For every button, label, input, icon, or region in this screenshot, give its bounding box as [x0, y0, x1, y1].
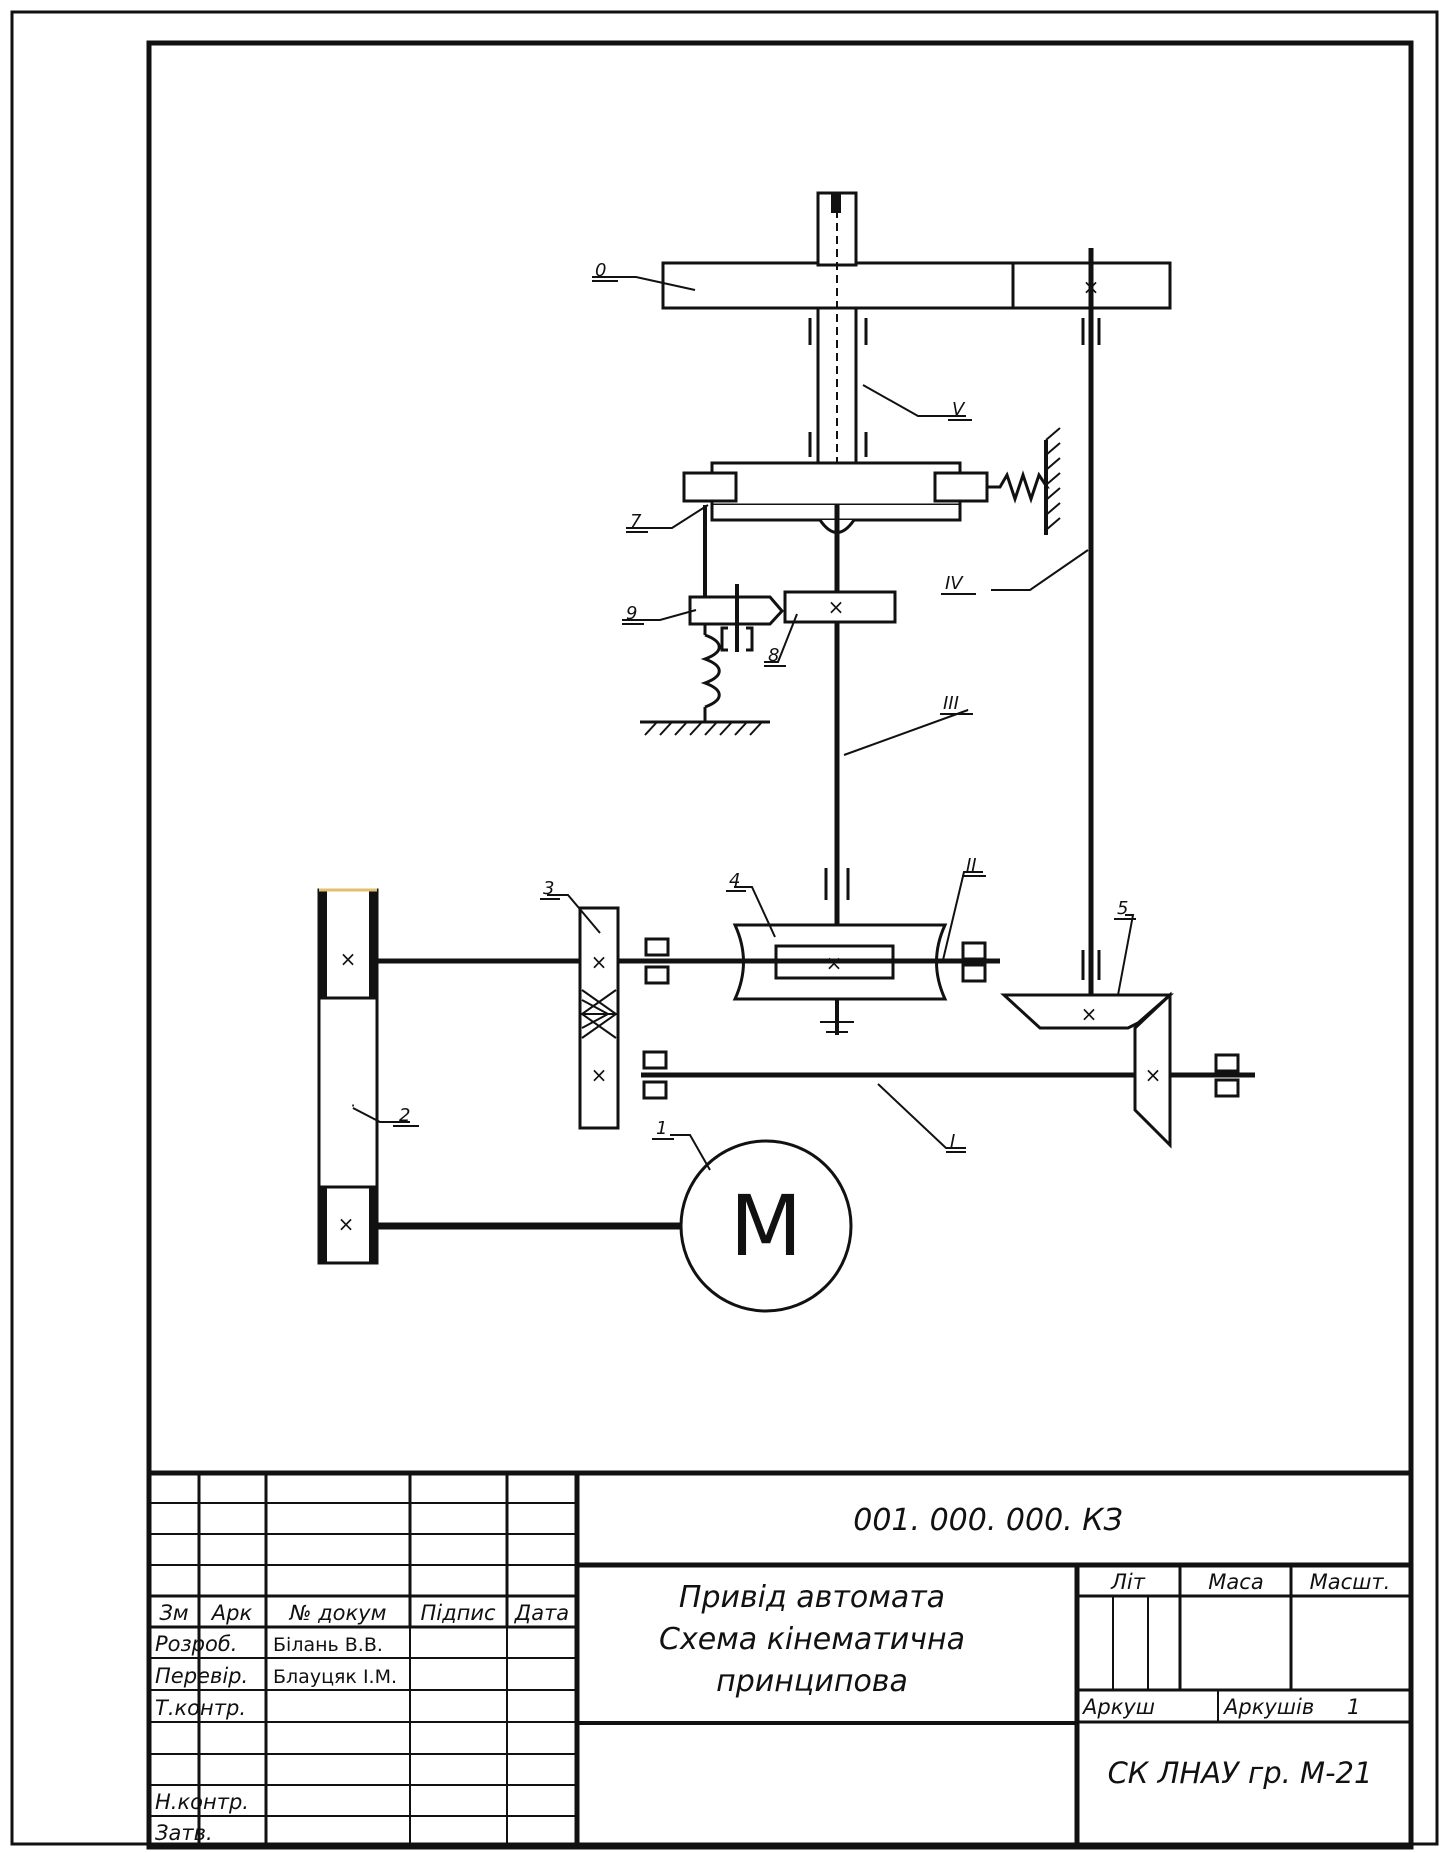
label-shaft-II: II: [966, 855, 977, 876]
bearing-4: [1214, 1053, 1240, 1098]
part-3-gears: × ×: [578, 906, 620, 1130]
bearing-1: [644, 937, 670, 985]
title-block: 001. 000. 000. КЗ Привід автомата Схема …: [149, 1470, 1411, 1847]
label-part-4: 4: [729, 870, 740, 891]
part-4-worm-wheel: ×: [732, 923, 948, 1035]
sheets-count: 1: [1347, 1695, 1360, 1719]
role-tech-control: Т.контр.: [155, 1696, 246, 1720]
mass-label: Маса: [1208, 1570, 1263, 1594]
label-underlines: [393, 280, 1136, 1153]
shaft-III: [824, 505, 850, 925]
lit-label: Літ: [1110, 1570, 1146, 1594]
sheets-label: Аркушів: [1222, 1695, 1314, 1719]
bearing-symbols: [642, 937, 1240, 1100]
cross-mark: ·: [350, 1096, 355, 1115]
part-0-bar: ×: [661, 261, 1172, 310]
bearing-2: [961, 941, 987, 983]
header-date: Дата: [514, 1601, 569, 1625]
title-line-1: Привід автомата: [679, 1580, 945, 1615]
motor-letter: M: [730, 1177, 802, 1275]
role-developer: Розроб.: [155, 1632, 237, 1656]
shaft-IV: [1081, 248, 1101, 995]
title-line-3: принципова: [716, 1664, 908, 1699]
header-zm: Зм: [159, 1601, 188, 1625]
kinematic-diagram: ×: [317, 191, 1255, 1313]
cross-mark: ×: [338, 1212, 355, 1236]
cross-mark: ×: [1081, 1002, 1098, 1026]
label-part-8: 8: [768, 645, 779, 666]
part-5-bevel-gears: × ×: [1000, 991, 1174, 1149]
title-line-2: Схема кінематична: [659, 1622, 965, 1657]
drawing-frame: [146, 40, 1414, 1850]
cross-mark: ×: [340, 947, 357, 971]
bearing-3: [642, 1050, 668, 1100]
role-norm-control: Н.контр.: [155, 1790, 249, 1814]
label-part-2: 2: [399, 1105, 410, 1126]
part-8-cam: ×: [783, 590, 897, 624]
name-developer: Білань В.В.: [273, 1634, 383, 1656]
label-part-9: 9: [626, 603, 637, 624]
organization: СК ЛНАУ гр. М-21: [1108, 1756, 1373, 1790]
label-shaft-III: III: [943, 693, 959, 714]
header-signature: Підпис: [420, 1601, 496, 1625]
scale-label: Масшт.: [1310, 1570, 1391, 1594]
sheet-label: Аркуш: [1081, 1695, 1155, 1719]
role-approved: Затв.: [155, 1821, 213, 1845]
header-doc-no: № докум: [289, 1601, 387, 1625]
cross-mark: ×: [1145, 1063, 1162, 1087]
part-2-belt-drive: × × ·: [317, 888, 379, 1265]
label-part-3: 3: [543, 878, 554, 899]
label-shaft-IV: IV: [945, 573, 964, 594]
label-part-7: 7: [630, 511, 642, 532]
shaft-V: [808, 191, 868, 540]
label-shaft-V: V: [952, 399, 966, 420]
cross-mark: ×: [828, 595, 845, 619]
diagram-labels: 0 V 7 9 8 IV III 3 4 II 5 2 1 I M: [399, 260, 1128, 1275]
leader-lines: [352, 276, 1135, 1171]
doc-code: 001. 000. 000. КЗ: [853, 1503, 1123, 1538]
label-part-1: 1: [656, 1118, 667, 1139]
header-ark: Арк: [210, 1601, 253, 1625]
label-part-5: 5: [1117, 898, 1128, 919]
label-part-0: 0: [595, 260, 606, 281]
part-9-lever: [640, 584, 785, 736]
motor: [679, 1139, 853, 1313]
name-checker: Блауцяк І.М.: [273, 1666, 397, 1688]
part-7-cam: [682, 427, 1061, 535]
cross-mark: ×: [591, 1063, 608, 1087]
label-shaft-I: I: [950, 1131, 955, 1152]
sheet-outer-border: [10, 10, 1439, 1846]
cross-mark: ×: [591, 950, 608, 974]
role-checker: Перевір.: [155, 1664, 248, 1688]
